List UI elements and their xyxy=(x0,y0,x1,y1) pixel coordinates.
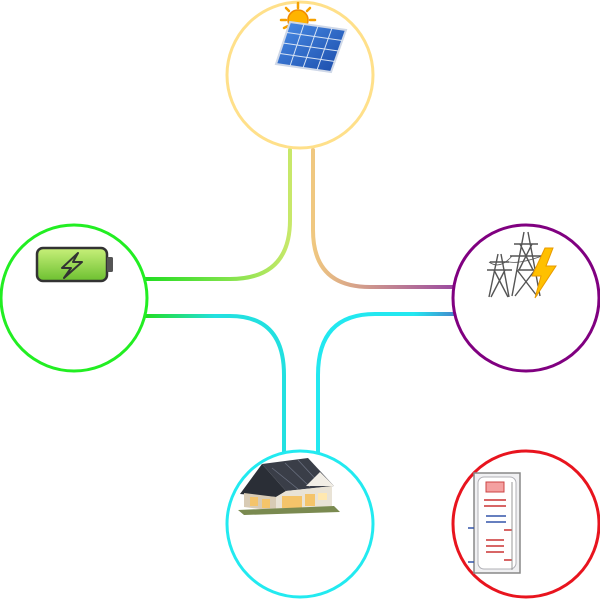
flow-lines xyxy=(144,148,457,526)
solar-panel-icon xyxy=(274,1,348,74)
hot-water-tank-icon xyxy=(468,472,521,574)
house-icon xyxy=(238,458,340,515)
flow-line-battery-house xyxy=(144,314,286,457)
flow-line-grid-house xyxy=(316,312,457,457)
flow-line-solar-battery xyxy=(144,148,292,281)
flow-line-solar-grid xyxy=(311,148,457,289)
power-pylon-icon xyxy=(487,231,543,298)
grid-node-ring[interactable] xyxy=(451,223,600,373)
lightning-bolt-icon xyxy=(531,247,557,299)
battery-charging-icon xyxy=(35,246,113,283)
